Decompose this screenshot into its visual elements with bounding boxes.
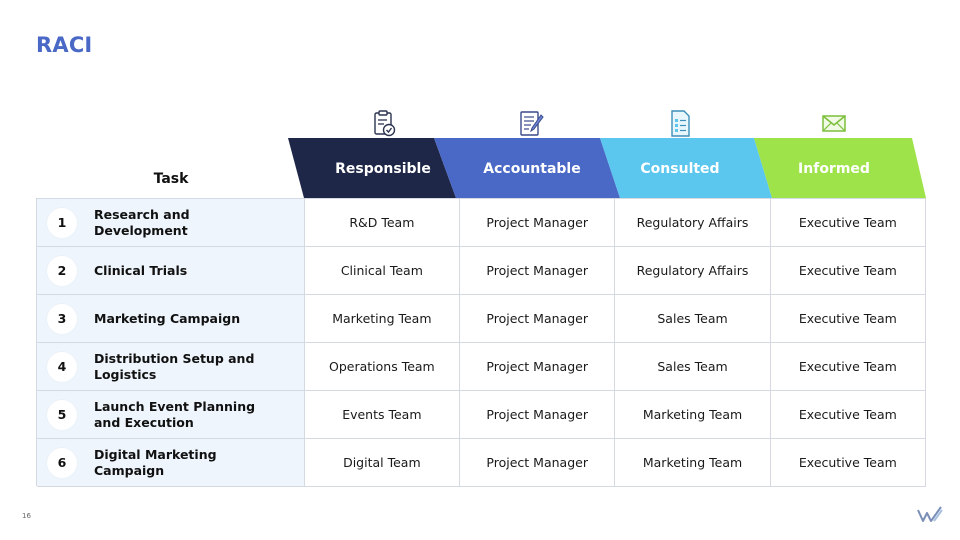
- responsible-cell: Digital Team: [304, 439, 461, 487]
- consulted-cell: Marketing Team: [615, 391, 771, 439]
- header-informed: Informed: [798, 161, 870, 177]
- accountable-cell: Project Manager: [460, 439, 616, 487]
- header-informed-shape: [754, 138, 926, 198]
- accountable-cell: Project Manager: [460, 199, 616, 247]
- task-cell: 5 Launch Event Planning and Execution: [37, 391, 305, 439]
- task-cell: 2 Clinical Trials: [37, 247, 305, 295]
- informed-cell: Executive Team: [770, 439, 927, 487]
- informed-cell: Executive Team: [770, 343, 927, 391]
- task-cell: 3 Marketing Campaign: [37, 295, 305, 343]
- header-responsible-shape: [288, 138, 456, 198]
- raci-table: 1 Research and Development R&D Team Proj…: [36, 198, 927, 487]
- header-consulted: Consulted: [640, 161, 720, 177]
- task-name: Launch Event Planning and Execution: [94, 398, 256, 430]
- task-column-header: Task: [153, 171, 189, 187]
- row-number: 1: [47, 207, 77, 238]
- table-row: 5 Launch Event Planning and Execution Ev…: [37, 391, 927, 439]
- informed-cell: Executive Team: [770, 295, 927, 343]
- accountable-cell: Project Manager: [460, 295, 616, 343]
- task-cell: 4 Distribution Setup and Logistics: [37, 343, 305, 391]
- task-name: Research and Development: [94, 206, 190, 238]
- table-row: 6 Digital Marketing Campaign Digital Tea…: [37, 439, 927, 487]
- task-cell: 6 Digital Marketing Campaign: [37, 439, 305, 487]
- notepad-pen-icon: [514, 107, 548, 141]
- responsible-cell: Marketing Team: [304, 295, 461, 343]
- slide-title: RACI: [36, 33, 93, 57]
- table-row: 3 Marketing Campaign Marketing Team Proj…: [37, 295, 927, 343]
- task-name: Marketing Campaign: [94, 310, 241, 326]
- responsible-cell: Operations Team: [304, 343, 461, 391]
- informed-cell: Executive Team: [770, 247, 927, 295]
- consulted-cell: Regulatory Affairs: [615, 247, 771, 295]
- table-row: 4 Distribution Setup and Logistics Opera…: [37, 343, 927, 391]
- consulted-cell: Sales Team: [615, 295, 771, 343]
- header-responsible: Responsible: [335, 161, 431, 177]
- consulted-cell: Marketing Team: [615, 439, 771, 487]
- table-row: 1 Research and Development R&D Team Proj…: [37, 199, 927, 247]
- accountable-cell: Project Manager: [460, 247, 616, 295]
- consulted-cell: Regulatory Affairs: [615, 199, 771, 247]
- accountable-cell: Project Manager: [460, 343, 616, 391]
- table-row: 2 Clinical Trials Clinical Team Project …: [37, 247, 927, 295]
- informed-cell: Executive Team: [770, 199, 927, 247]
- accountable-cell: Project Manager: [460, 391, 616, 439]
- row-number: 2: [47, 255, 77, 286]
- responsible-cell: R&D Team: [304, 199, 461, 247]
- page-number: 16: [22, 512, 31, 520]
- header-accountable: Accountable: [483, 161, 581, 177]
- informed-cell: Executive Team: [770, 391, 927, 439]
- clipboard-check-icon: [367, 107, 401, 141]
- header-consulted-shape: [600, 138, 772, 198]
- row-number: 5: [47, 399, 77, 430]
- brand-logo-icon: [917, 505, 943, 523]
- task-name: Clinical Trials: [94, 262, 188, 278]
- responsible-cell: Events Team: [304, 391, 461, 439]
- task-name: Distribution Setup and Logistics: [94, 350, 255, 382]
- consulted-cell: Sales Team: [615, 343, 771, 391]
- checklist-document-icon: [663, 107, 697, 141]
- responsible-cell: Clinical Team: [304, 247, 461, 295]
- row-number: 4: [47, 351, 77, 382]
- task-name: Digital Marketing Campaign: [94, 446, 217, 478]
- row-number: 3: [47, 303, 77, 334]
- row-number: 6: [47, 447, 77, 478]
- header-accountable-shape: [434, 138, 620, 198]
- task-cell: 1 Research and Development: [37, 199, 305, 247]
- envelope-icon: [817, 107, 851, 141]
